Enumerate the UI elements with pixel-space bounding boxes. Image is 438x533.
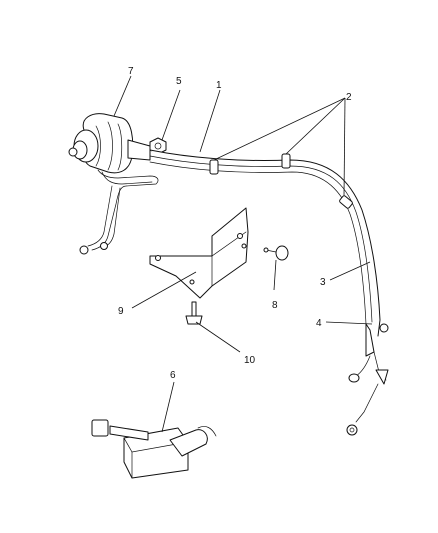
vacuum-lines: [79, 169, 159, 255]
callouts: 1 2 3 4 5 6 7 8 9 10: [118, 66, 352, 381]
cable-clip-3: [339, 195, 353, 209]
callout-7: 7: [128, 66, 134, 77]
leader-lines: [113, 75, 373, 433]
cable-ends: [346, 323, 389, 436]
cable-clip-2: [281, 153, 291, 169]
cable-clip-1: [209, 159, 219, 175]
screw: [263, 245, 289, 261]
callout-1: 1: [216, 80, 222, 91]
callout-3: 3: [320, 277, 326, 288]
callout-10: 10: [244, 355, 256, 366]
callout-9: 9: [118, 306, 124, 317]
callout-6: 6: [170, 370, 176, 381]
bolt: [185, 301, 203, 325]
callout-8: 8: [272, 300, 278, 311]
callout-2: 2: [346, 92, 352, 103]
main-cable: [149, 149, 381, 337]
callout-4: 4: [316, 318, 322, 329]
servo-assembly: [68, 113, 151, 174]
bracket: [149, 207, 249, 299]
callout-5: 5: [176, 76, 182, 87]
control-module: [91, 419, 217, 479]
